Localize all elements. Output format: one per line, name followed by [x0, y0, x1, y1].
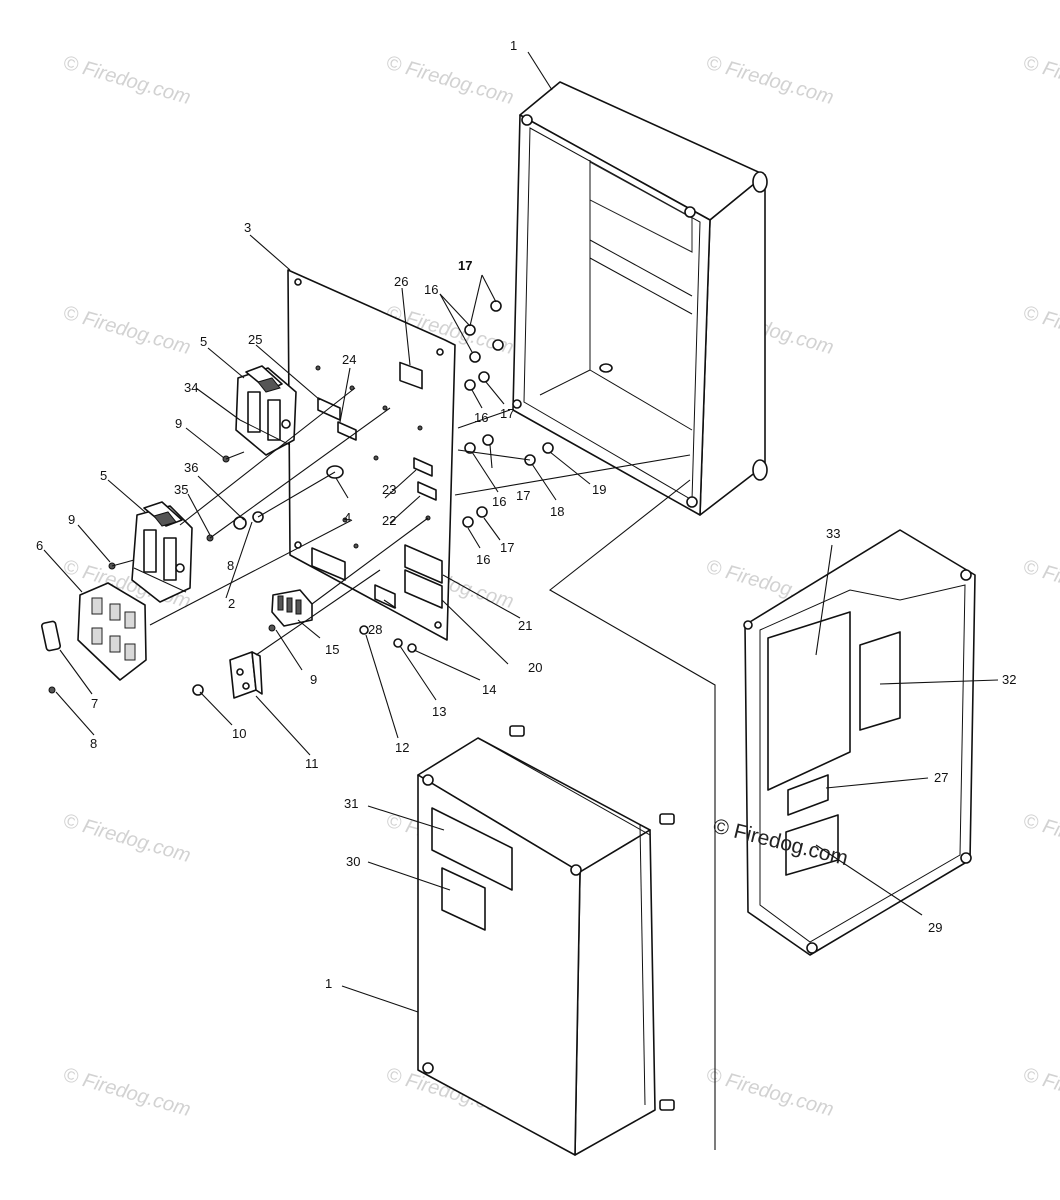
enclosure-box-open	[512, 81, 768, 516]
callout-1-bottom: 1	[325, 976, 332, 991]
callout-28: 28	[368, 622, 382, 637]
callout-17-a: 17	[458, 258, 472, 273]
callout-24: 24	[342, 352, 356, 367]
ground-lug	[229, 651, 263, 699]
mounting-panel	[287, 269, 456, 641]
callout-8-b: 8	[227, 558, 234, 573]
callout-17-b: 17	[500, 406, 514, 421]
enclosure-lid: © Firedog.com	[711, 529, 976, 956]
watermark: © Firedog.com	[1021, 810, 1060, 867]
callout-23: 23	[382, 482, 396, 497]
callout-18: 18	[550, 504, 564, 519]
callout-26: 26	[394, 274, 408, 289]
callout-16-c: 16	[492, 494, 506, 509]
callout-15: 15	[325, 642, 339, 657]
callout-30: 30	[346, 854, 360, 869]
callout-11: 11	[305, 756, 319, 771]
watermark: © Firedog.com	[1021, 1064, 1060, 1121]
callout-33: 33	[826, 526, 840, 541]
callout-22: 22	[382, 513, 396, 528]
callout-31: 31	[344, 796, 358, 811]
callout-1-top: 1	[510, 38, 517, 53]
callout-13: 13	[432, 704, 446, 719]
callout-16-d: 16	[476, 552, 490, 567]
contactor-lower	[131, 501, 193, 603]
callout-20: 20	[528, 660, 542, 675]
callout-29: 29	[928, 920, 942, 935]
callout-labels: 1 1 2 3 4 5 5 6 7 8 8 9 9 9 10 11 12 13 …	[36, 38, 1016, 991]
callout-7: 7	[91, 696, 98, 711]
callout-36: 36	[184, 460, 198, 475]
callout-2: 2	[228, 596, 235, 611]
watermark: © Firedog.com	[1021, 302, 1060, 359]
callout-9-c: 9	[310, 672, 317, 687]
callout-4: 4	[344, 510, 351, 525]
callout-17-d: 17	[500, 540, 514, 555]
terminal-block	[271, 589, 313, 627]
callout-34: 34	[184, 380, 198, 395]
callout-27: 27	[934, 770, 948, 785]
watermark: © Firedog.com	[1021, 52, 1060, 109]
callout-21: 21	[518, 618, 532, 633]
callout-9-a: 9	[175, 416, 182, 431]
watermark: © Firedog.com	[1021, 556, 1060, 613]
enclosure-box-closed	[417, 725, 675, 1156]
callout-leaders	[43, 51, 999, 1013]
fuse	[41, 620, 61, 652]
callout-9-b: 9	[68, 512, 75, 527]
callout-19: 19	[592, 482, 606, 497]
watermark: © Firedog.com	[384, 52, 516, 109]
watermark: © Firedog.com	[61, 810, 193, 867]
callout-6: 6	[36, 538, 43, 553]
callout-16-a: 16	[424, 282, 438, 297]
fuse-block	[77, 582, 147, 681]
watermark: © Firedog.com	[704, 52, 836, 109]
callout-14: 14	[482, 682, 496, 697]
callout-8-a: 8	[90, 736, 97, 751]
callout-25: 25	[248, 332, 262, 347]
watermark: © Firedog.com	[61, 52, 193, 109]
watermark: © Firedog.com	[61, 1064, 193, 1121]
callout-12: 12	[395, 740, 409, 755]
callout-35: 35	[174, 482, 188, 497]
contactor-upper	[235, 365, 297, 456]
callout-16-b: 16	[474, 410, 488, 425]
watermark: © Firedog.com	[704, 1064, 836, 1121]
callout-5-top: 5	[200, 334, 207, 349]
callout-17-c: 17	[516, 488, 530, 503]
assembly-lines	[111, 387, 716, 1150]
callout-10: 10	[232, 726, 246, 741]
callout-32: 32	[1002, 672, 1016, 687]
callout-5-bottom: 5	[100, 468, 107, 483]
watermark: © Firedog.com	[61, 302, 193, 359]
callout-3: 3	[244, 220, 251, 235]
